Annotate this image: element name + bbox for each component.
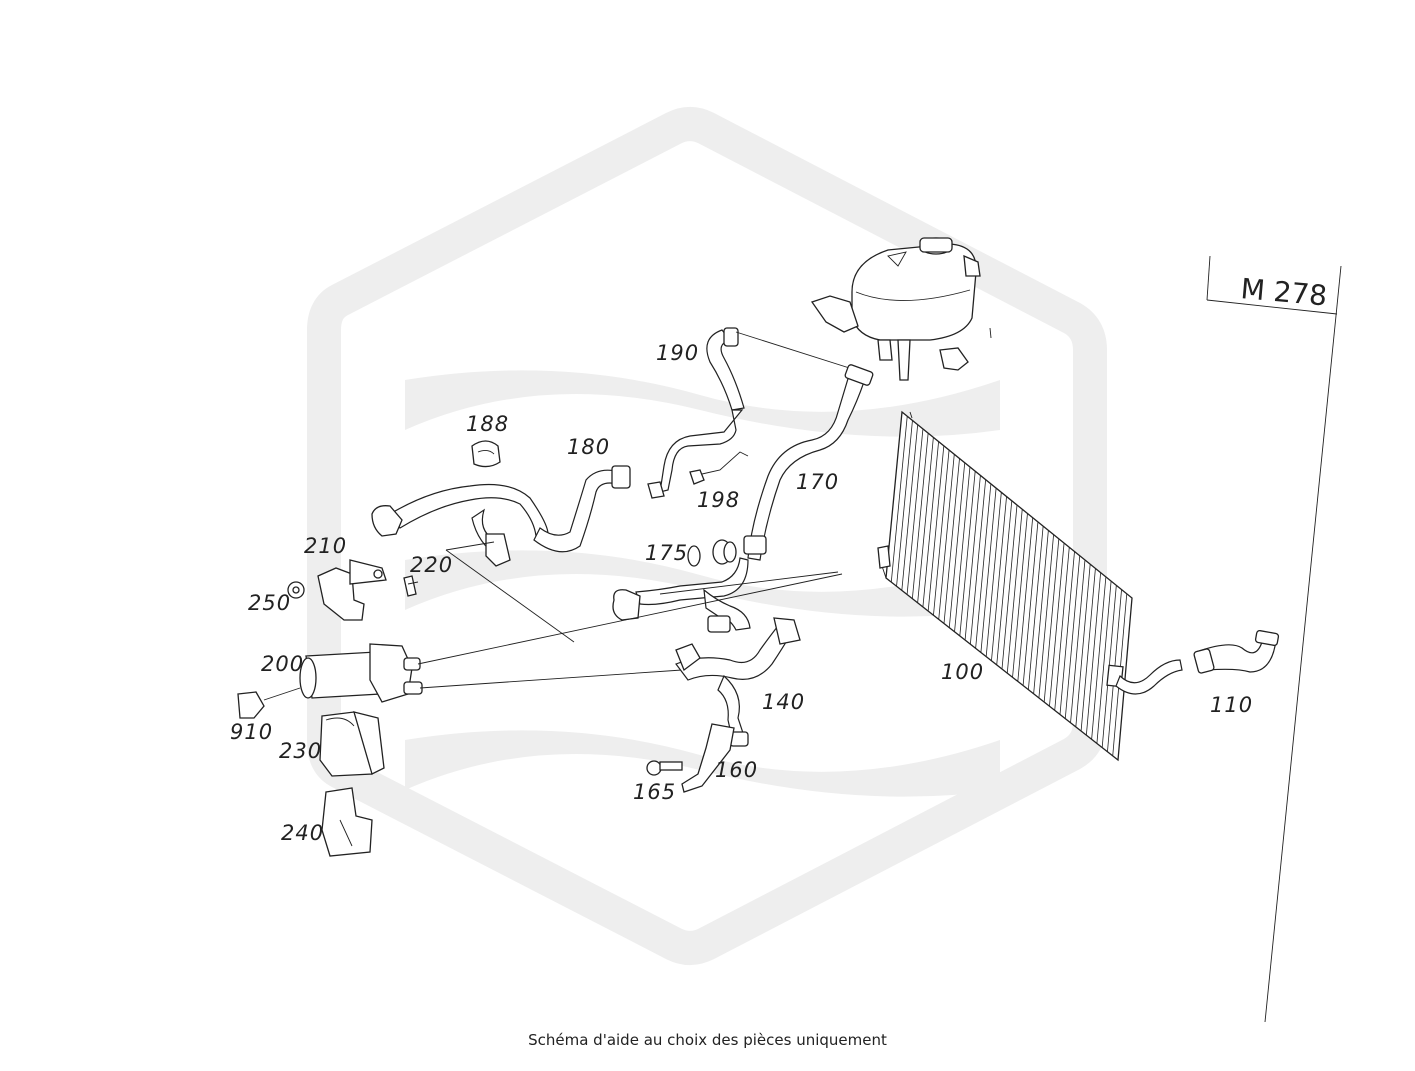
radiator-fin — [1064, 555, 1081, 719]
nut-graphic[interactable] — [689, 451, 749, 485]
radiator-fin — [1038, 534, 1054, 698]
rubber-mount-graphic[interactable] — [287, 581, 305, 599]
radiator-fin — [969, 479, 987, 645]
radiator-fin — [954, 466, 971, 632]
label-140[interactable]: 140 — [762, 690, 805, 714]
bolt-graphic[interactable] — [646, 760, 683, 776]
radiator-fin — [985, 492, 1002, 657]
radiator-fin — [1085, 572, 1102, 736]
connector-graphic[interactable] — [237, 687, 301, 719]
vent-hose-graphic[interactable] — [647, 327, 863, 499]
radiator-fin — [1012, 513, 1028, 678]
caption: Schéma d'aide au choix des pièces unique… — [528, 1031, 887, 1049]
radiator-fin — [1027, 526, 1044, 690]
radiator-fin — [890, 416, 908, 583]
radiator-fin — [1017, 517, 1034, 682]
lower-hose-graphic[interactable] — [1115, 630, 1280, 695]
pump-bracket-graphic[interactable] — [317, 559, 387, 621]
clamp-graphic[interactable] — [471, 440, 501, 468]
radiator-fin — [943, 458, 960, 624]
radiator-fin — [1070, 559, 1086, 723]
pump-hose-graphic[interactable] — [675, 617, 801, 747]
label-200[interactable]: 200 — [261, 652, 304, 676]
radiator-fin — [1096, 581, 1112, 744]
label-250[interactable]: 250 — [248, 591, 291, 615]
radiator-fins — [890, 416, 1128, 756]
screw-graphic[interactable] — [403, 541, 575, 643]
label-220[interactable]: 220 — [410, 553, 453, 577]
water-pump-graphic[interactable] — [299, 573, 843, 703]
radiator-fin — [1091, 576, 1107, 740]
radiator-fin — [996, 500, 1013, 665]
radiator-fin — [1006, 509, 1023, 674]
radiator-fin — [933, 450, 950, 616]
radiator-fin — [922, 441, 939, 607]
label-230[interactable]: 230 — [279, 739, 322, 763]
label-188[interactable]: 188 — [466, 412, 509, 436]
bracket-graphic[interactable] — [681, 723, 735, 793]
radiator-fin — [917, 437, 934, 603]
label-180[interactable]: 180 — [567, 435, 610, 459]
radiator-fin — [1001, 504, 1018, 670]
radiator-fin — [1049, 543, 1065, 707]
label-160[interactable]: 160 — [715, 758, 758, 782]
upper-hose-graphic[interactable] — [371, 465, 631, 567]
radiator-fin — [991, 496, 1007, 661]
radiator-fin — [911, 433, 929, 599]
radiator-fin — [927, 445, 945, 612]
label-240[interactable]: 240 — [281, 821, 324, 845]
radiator-graphic[interactable] — [877, 410, 1133, 762]
radiator-fin — [1043, 538, 1060, 703]
frame-border — [1206, 255, 1342, 1023]
radiator-fin — [959, 471, 976, 636]
radiator-fin — [1022, 521, 1039, 686]
label-170[interactable]: 170 — [796, 470, 839, 494]
radiator-fin — [896, 420, 913, 587]
radiator-fin — [901, 424, 919, 591]
pump-insulator-graphic[interactable] — [319, 711, 385, 777]
radiator-fin — [980, 488, 997, 653]
radiator-fin — [906, 428, 924, 595]
radiator-fin — [1075, 564, 1091, 727]
radiator-fin — [1054, 547, 1070, 711]
radiator-fin — [1059, 551, 1075, 715]
radiator-fin — [1080, 568, 1096, 732]
label-100[interactable]: 100 — [941, 660, 984, 684]
label-198[interactable]: 198 — [697, 488, 740, 512]
radiator-fin — [938, 454, 955, 620]
pump-cover-graphic[interactable] — [321, 787, 373, 857]
label-910[interactable]: 910 — [230, 720, 273, 744]
label-190[interactable]: 190 — [656, 341, 699, 365]
label-165[interactable]: 165 — [633, 780, 676, 804]
radiator-fin — [975, 483, 992, 649]
radiator-fin — [948, 462, 966, 628]
engine-code-label: M 278 — [1239, 272, 1328, 312]
expansion-tank-graphic[interactable] — [810, 237, 992, 381]
label-175[interactable]: 175 — [645, 541, 688, 565]
label-210[interactable]: 210 — [304, 534, 347, 558]
oring-graphic[interactable] — [687, 539, 737, 567]
label-110[interactable]: 110 — [1210, 693, 1253, 717]
radiator-fin — [1033, 530, 1049, 694]
main-hose-graphic[interactable] — [612, 364, 874, 633]
radiator-fin — [964, 475, 981, 641]
